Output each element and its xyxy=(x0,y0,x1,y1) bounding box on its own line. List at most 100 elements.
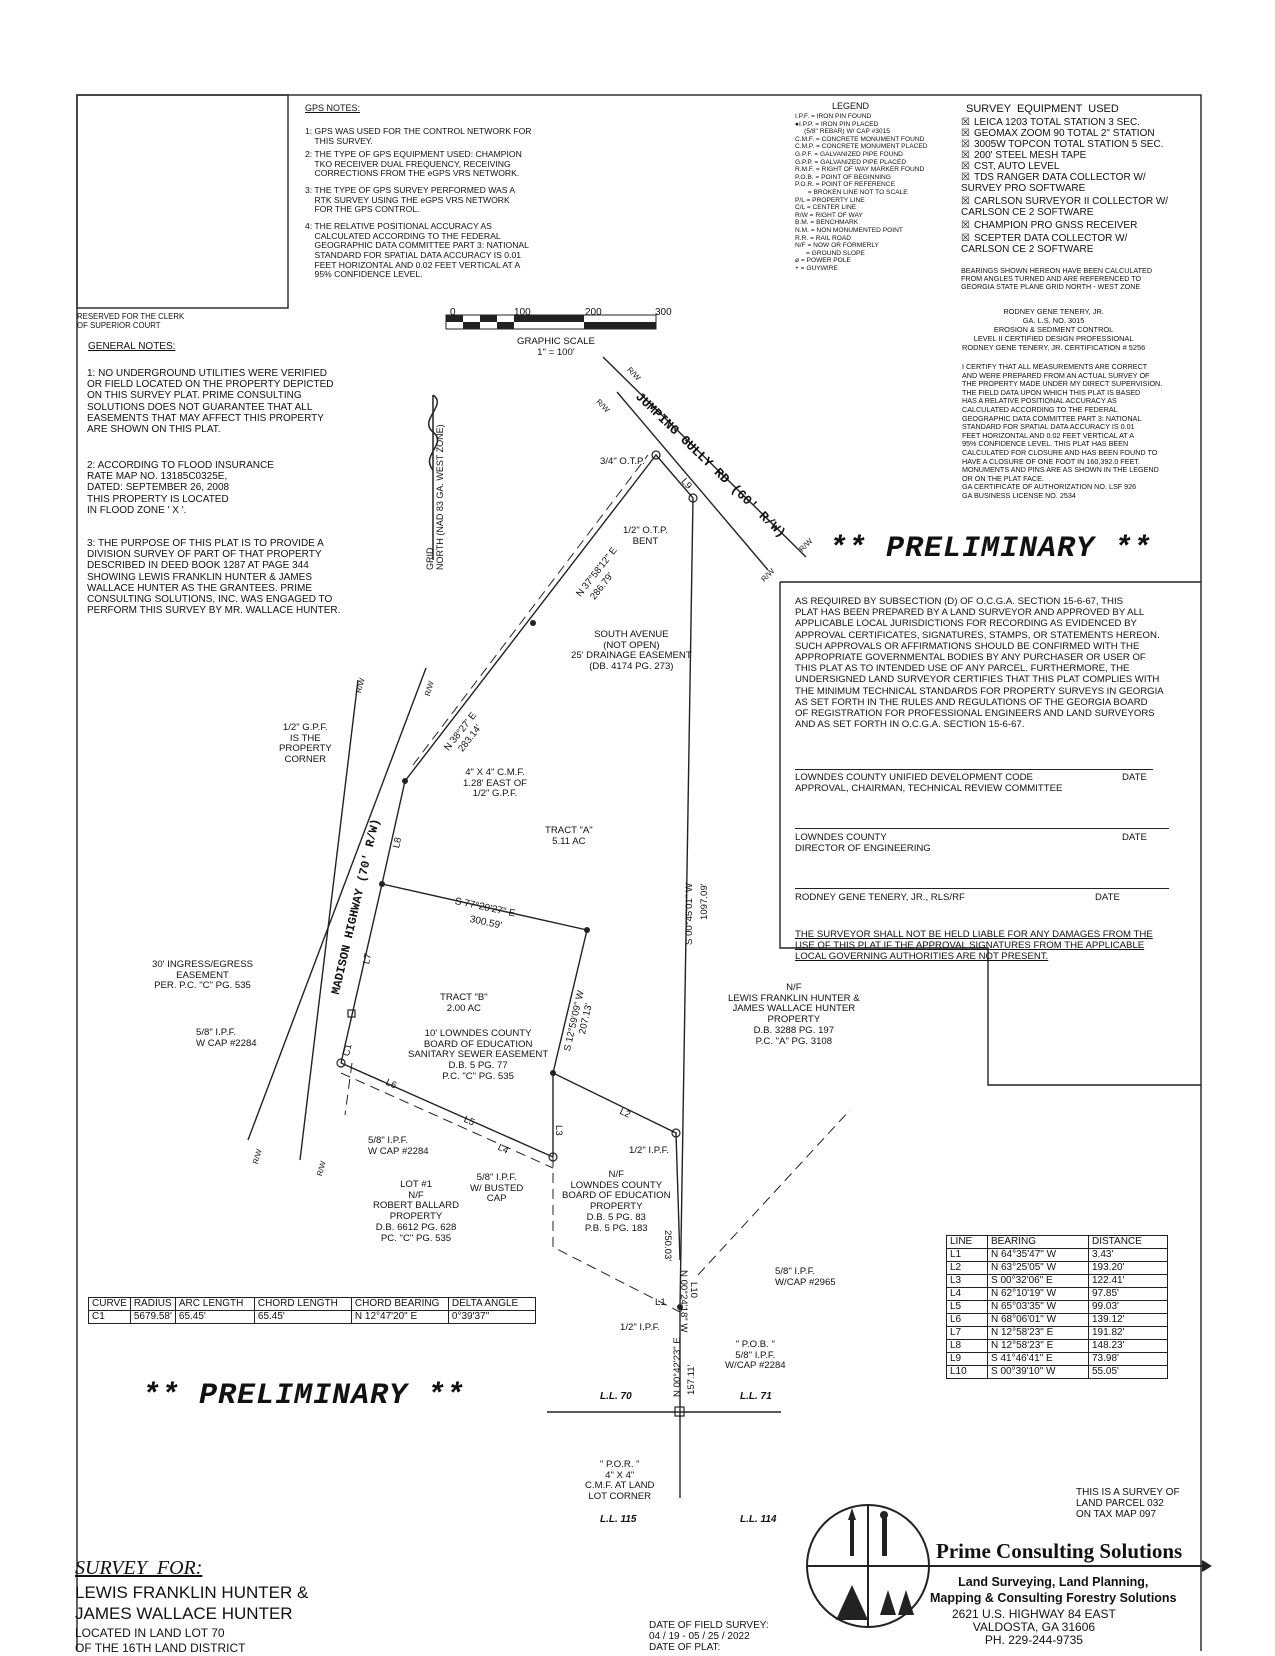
otp-34-label: 3/4" O.T.P. xyxy=(600,456,645,467)
equipment-title: SURVEY EQUIPMENT USED xyxy=(966,103,1119,115)
scale-tick: 300 xyxy=(655,307,672,318)
north-arrow xyxy=(427,394,439,560)
table-cell: L7 xyxy=(946,1326,988,1340)
signature-date: DATE xyxy=(1122,772,1147,783)
liability-statement: THE SURVEYOR SHALL NOT BE HELD LIABLE FO… xyxy=(795,929,1153,963)
ingress-line xyxy=(344,1062,353,1116)
table-header-cell: RADIUS xyxy=(129,1297,176,1311)
equipment-item: TDS RANGER DATA COLLECTOR W/ SURVEY PRO … xyxy=(961,172,1168,194)
land-lot-label: L.L. 70 xyxy=(600,1391,632,1402)
land-lot-label: L.L. 115 xyxy=(600,1514,637,1525)
monument-dot xyxy=(677,1304,683,1310)
table-cell: L5 xyxy=(946,1300,988,1314)
scale-tick: 100 xyxy=(514,307,531,318)
line-callout: L1 xyxy=(655,1297,666,1308)
survey-dates: DATE OF FIELD SURVEY: 04 / 19 - 05 / 25 … xyxy=(649,1620,769,1654)
table-cell: N 68°06'01" W xyxy=(987,1313,1089,1327)
bearing-label: N 00°42'23" E xyxy=(672,1337,683,1397)
table-header-cell: DISTANCE xyxy=(1088,1235,1168,1249)
ipf-2284-label: 5/8" I.P.F. W CAP #2284 xyxy=(368,1135,429,1157)
graphic-scale-bar xyxy=(445,314,657,330)
signature-label: LOWNDES COUNTY DIRECTOR OF ENGINEERING xyxy=(795,832,931,854)
drainage-easement-line xyxy=(412,454,649,766)
monument-dot xyxy=(550,1070,556,1076)
distance-label: 157.11' xyxy=(686,1364,697,1395)
equipment-item: LEICA 1203 TOTAL STATION 3 SEC. xyxy=(961,117,1168,128)
table-header-cell: BEARING xyxy=(987,1235,1089,1249)
sewer-easement-line xyxy=(340,1072,554,1169)
board-of-education-label: N/F LOWNDES COUNTY BOARD OF EDUCATION PR… xyxy=(562,1169,671,1234)
equipment-item: CST, AUTO LEVEL xyxy=(961,161,1168,172)
north-label: GRID NORTH (NAD 83 GA. WEST ZONE) xyxy=(425,424,446,570)
tax-map-note: THIS IS A SURVEY OF LAND PARCEL 032 ON T… xyxy=(1076,1487,1180,1521)
survey-for-names: LEWIS FRANKLIN HUNTER & JAMES WALLACE HU… xyxy=(75,1583,309,1623)
ocga-statement: AS REQUIRED BY SUBSECTION (D) OF O.C.G.A… xyxy=(795,596,1164,731)
fence-line-south xyxy=(552,1157,681,1313)
survey-for-title: SURVEY FOR: xyxy=(75,1557,203,1579)
distance-label: 1097.09' xyxy=(699,883,710,920)
land-lot-label: L.L. 114 xyxy=(740,1514,777,1525)
ipf-2284-label: 5/8" I.P.F. W CAP #2284 xyxy=(196,1027,257,1049)
company-services: Land Surveying, Land Planning, Mapping &… xyxy=(930,1575,1177,1605)
l4-line xyxy=(340,1062,554,1158)
gps-note-4: 4: THE RELATIVE POSITIONAL ACCURACY AS C… xyxy=(305,221,529,280)
table-cell: S 41°46'41" E xyxy=(987,1352,1089,1366)
table-cell: 0°39'37" xyxy=(447,1310,536,1324)
tract-a-label: TRACT "A" 5.11 AC xyxy=(545,825,593,847)
table-cell: L8 xyxy=(946,1339,988,1353)
table-cell: 73.98' xyxy=(1088,1352,1168,1366)
table-cell: N 12°58'23" E xyxy=(987,1339,1089,1353)
line-callout: L3 xyxy=(553,1125,564,1136)
table-header-cell: DELTA ANGLE xyxy=(447,1297,536,1311)
general-notes-title: GENERAL NOTES: xyxy=(88,341,176,352)
monument-dot xyxy=(584,927,590,933)
clerk-box xyxy=(76,94,289,309)
gps-note-3: 3: THE TYPE OF GPS SURVEY PERFORMED WAS … xyxy=(305,185,516,215)
table-header-row: LINE BEARING DISTANCE xyxy=(946,1235,1168,1249)
monument-dot xyxy=(402,778,408,784)
table-cell: L2 xyxy=(946,1261,988,1275)
ipf-12-label: 1/2" I.P.F. xyxy=(629,1145,670,1156)
page-border xyxy=(76,94,1202,1651)
general-note-1: 1: NO UNDERGROUND UTILITIES WERE VERIFIE… xyxy=(87,368,334,435)
cmf-label: 4" X 4" C.M.F. 1.28' EAST OF 1/2" G.P.F. xyxy=(463,767,528,800)
table-cell: N 64°35'47" W xyxy=(987,1248,1089,1262)
legend-title: LEGEND xyxy=(832,101,870,111)
ipf-12-label: 1/2" I.P.F. xyxy=(620,1322,661,1333)
company-address: 2621 U.S. HIGHWAY 84 EAST VALDOSTA, GA 3… xyxy=(952,1607,1116,1647)
surveyor-block: RODNEY GENE TENERY, JR. GA. L.S. NO. 301… xyxy=(962,307,1146,352)
table-cell: L4 xyxy=(946,1287,988,1301)
general-note-2: 2: ACCORDING TO FLOOD INSURANCE RATE MAP… xyxy=(87,460,274,516)
preliminary-stamp: ** PRELIMINARY ** xyxy=(142,1379,466,1413)
madison-rw-east xyxy=(247,667,427,1141)
lot1-label: LOT #1 N/F ROBERT BALLARD PROPERTY D.B. … xyxy=(373,1179,460,1244)
sewer-easement-label: 10' LOWNDES COUNTY BOARD OF EDUCATION SA… xyxy=(408,1028,549,1082)
table-cell: 65.45' xyxy=(253,1310,352,1324)
preliminary-stamp: ** PRELIMINARY ** xyxy=(829,532,1153,566)
table-cell: 5679.58' xyxy=(129,1310,176,1324)
table-cell: N 12°47'20" E xyxy=(350,1310,449,1324)
equipment-item: 200' STEEL MESH TAPE xyxy=(961,150,1168,161)
table-cell: N 63°25'05" W xyxy=(987,1261,1089,1275)
legend-entries: I.P.F. = IRON PIN FOUND ●I.P.P. = IRON P… xyxy=(795,113,928,272)
table-row: C1 5679.58' 65.45' 65.45' N 12°47'20" E … xyxy=(88,1310,536,1324)
equipment-item: CHAMPION PRO GNSS RECEIVER xyxy=(961,220,1168,231)
table-cell: 99.03' xyxy=(1088,1300,1168,1314)
table-cell: 191.82' xyxy=(1088,1326,1168,1340)
table-cell: 97.85' xyxy=(1088,1287,1168,1301)
table-cell: 55.05' xyxy=(1088,1365,1168,1379)
boundary-north-east xyxy=(404,453,694,1308)
busted-cap-label: 5/8" I.P.F. W/ BUSTED CAP xyxy=(470,1172,524,1205)
table-cell: L6 xyxy=(946,1313,988,1327)
table-cell: 148.23' xyxy=(1088,1339,1168,1353)
jumping-gully-rw-north xyxy=(602,356,807,558)
ipf-2965-label: 5/8" I.P.F. W/CAP #2965 xyxy=(775,1266,836,1288)
table-cell: S 00°39'10" W xyxy=(987,1365,1089,1379)
equipment-item: SCEPTER DATA COLLECTOR W/ CARLSON CE 2 S… xyxy=(961,233,1168,255)
equipment-item: 3005W TOPCON TOTAL STATION 5 SEC. xyxy=(961,139,1168,150)
survey-location: LOCATED IN LAND LOT 70 OF THE 16TH LAND … xyxy=(75,1626,246,1655)
table-cell: L10 xyxy=(946,1365,988,1379)
